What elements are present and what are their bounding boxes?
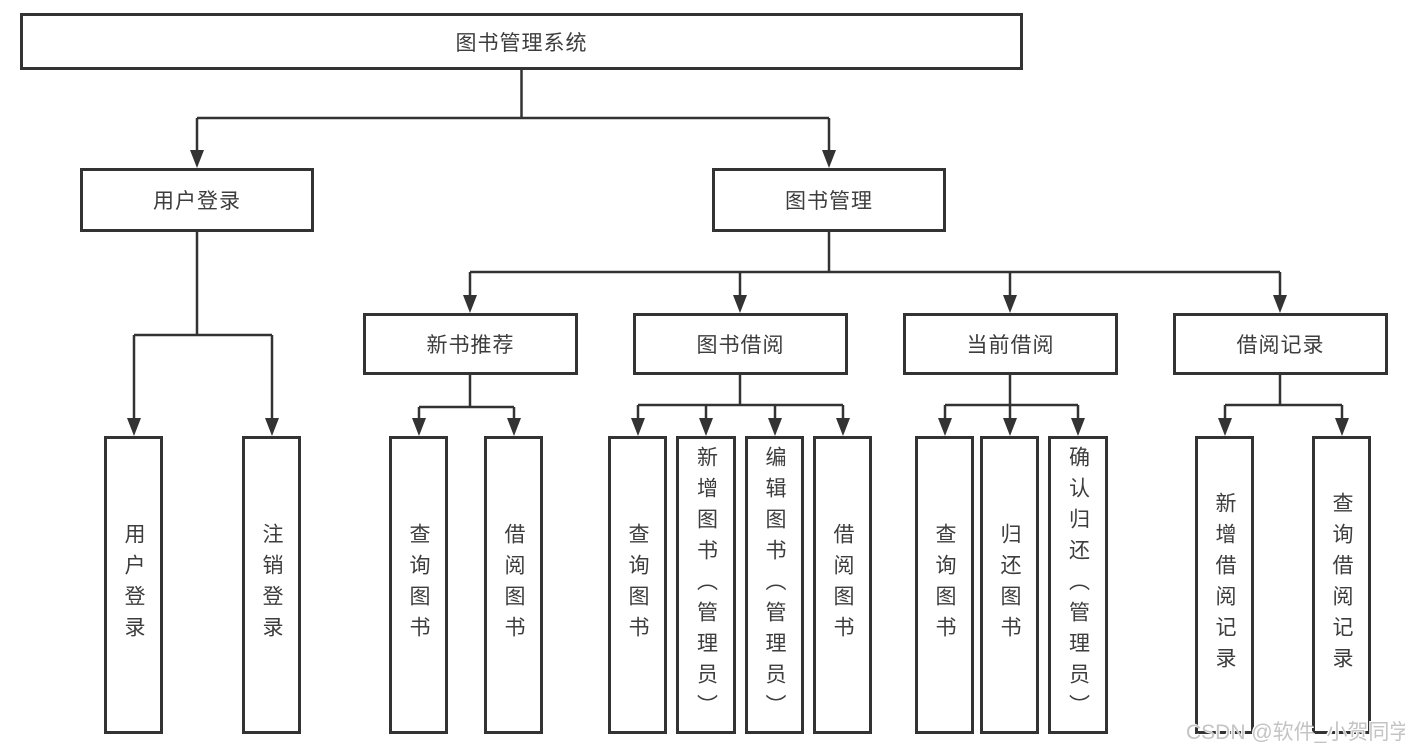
node-new-book-recommend: 新书推荐 [363,313,578,375]
leaf-query-books-1: 查询图书 [389,436,448,734]
node-book-management: 图书管理 [712,168,946,232]
leaf-borrow-books-1-label: 借阅图书 [502,523,525,647]
node-borrowing-records: 借阅记录 [1173,313,1388,375]
leaf-query-borrow-record: 查询借阅记录 [1312,436,1371,734]
leaf-confirm-return-admin-label: 确认归还（管理员） [1066,445,1090,725]
leaf-query-borrow-record-label: 查询借阅记录 [1330,492,1353,678]
leaf-user-login-label: 用户登录 [122,523,145,647]
leaf-edit-book-admin: 编辑图书（管理员） [745,436,804,734]
leaf-logout-login: 注销登录 [242,436,301,734]
leaf-add-borrow-record: 新增借阅记录 [1195,436,1254,734]
leaf-user-login: 用户登录 [104,436,163,734]
node-user-login: 用户登录 [80,168,314,232]
leaf-add-book-admin-label: 新增图书（管理员） [694,445,718,725]
node-book-borrowing-label: 图书借阅 [696,334,785,357]
leaf-query-books-2: 查询图书 [608,436,667,734]
leaf-query-books-3-label: 查询图书 [933,523,956,647]
leaf-return-books: 归还图书 [980,436,1039,734]
leaf-edit-book-admin-label: 编辑图书（管理员） [763,445,786,725]
node-library-system: 图书管理系统 [20,13,1023,70]
leaf-borrow-books-2-label: 借阅图书 [831,523,854,647]
leaf-return-books-label: 归还图书 [998,523,1021,647]
leaf-borrow-books-2: 借阅图书 [813,436,872,734]
leaf-query-books-1-label: 查询图书 [407,523,430,647]
connector-lines [132,70,1344,420]
node-borrowing-records-label: 借阅记录 [1236,334,1325,357]
leaf-add-book-admin: 新增图书（管理员） [676,436,736,734]
node-user-login-label: 用户登录 [153,190,241,213]
leaf-logout-login-label: 注销登录 [260,523,283,647]
watermark-text: CSDN @软件_小贺同学 [1186,721,1405,744]
node-book-borrowing: 图书借阅 [633,313,848,375]
leaf-add-borrow-record-label: 新增借阅记录 [1213,492,1236,678]
node-library-system-label: 图书管理系统 [455,31,588,55]
leaf-borrow-books-1: 借阅图书 [484,436,543,734]
leaf-query-books-2-label: 查询图书 [626,523,649,647]
leaf-confirm-return-admin: 确认归还（管理员） [1048,436,1108,734]
leaf-query-books-3: 查询图书 [915,436,974,734]
node-current-borrowing: 当前借阅 [903,313,1118,375]
node-current-borrowing-label: 当前借阅 [966,334,1055,357]
node-new-book-recommend-label: 新书推荐 [426,334,515,357]
node-book-management-label: 图书管理 [785,190,873,213]
